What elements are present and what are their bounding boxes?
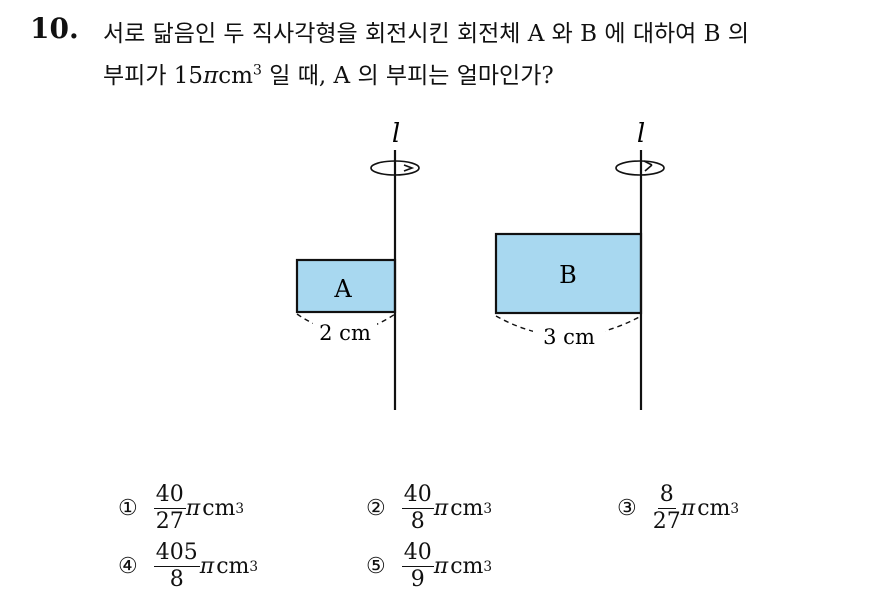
choice-4-unit: cm [216, 554, 250, 579]
choice-5-denominator: 9 [410, 567, 425, 592]
choice-3-unit: cm [697, 496, 731, 521]
choice-5-fraction: 40 9 [401, 540, 434, 592]
choice-3-exponent: 3 [730, 500, 740, 517]
choice-2-mark: ② [366, 496, 386, 521]
question-text-line2: 부피가 15πcm3 일 때, A 의 부피는 얼마인가? [103, 56, 554, 90]
choice-2-numerator: 40 [401, 482, 434, 509]
figure-a: l A 2 cm [295, 119, 420, 410]
choice-2-fraction: 40 8 [401, 482, 434, 534]
question-unit: cm [218, 63, 253, 89]
axis-label-a: l [392, 119, 400, 149]
choice-3-fraction: 8 27 [653, 484, 681, 533]
choice-1-unit: cm [202, 496, 236, 521]
figure-b: l B 3 cm [494, 119, 665, 410]
dimension-arc-a [296, 313, 396, 332]
choice-4-denominator: 8 [169, 567, 184, 592]
question-pi-symbol: π [203, 63, 219, 89]
choice-3-denominator: 27 [652, 509, 681, 534]
choice-2-exponent: 3 [483, 500, 493, 517]
question-text-line1: 서로 닮음인 두 직사각형을 회전시킨 회전체 A 와 B 에 대하여 B 의 [103, 21, 749, 47]
choice-1-denominator: 27 [155, 509, 184, 534]
rectangle-b-label: B [559, 261, 577, 289]
choice-3-pi: π [680, 496, 696, 521]
choice-5-exponent: 3 [483, 558, 493, 575]
choice-4-mark: ④ [118, 554, 138, 579]
choice-5-unit: cm [450, 554, 484, 579]
choice-5-pi: π [433, 554, 449, 579]
question-number: 10. [30, 12, 79, 45]
choice-4-exponent: 3 [249, 558, 259, 575]
rectangle-b [494, 232, 643, 315]
rectangle-a-label: A [333, 275, 352, 303]
axis-label-b: l [637, 119, 645, 149]
choice-1-pi: π [185, 496, 201, 521]
choice-2-unit: cm [450, 496, 484, 521]
choice-3-mark: ③ [617, 496, 637, 521]
choice-5-numerator: 40 [401, 540, 434, 567]
question-unit-exponent: 3 [252, 62, 262, 79]
choice-3-numerator: 8 [657, 482, 676, 509]
choice-2-pi: π [433, 496, 449, 521]
choice-1-fraction: 40 27 [153, 482, 186, 534]
dimension-label-a: 2 cm [319, 321, 371, 345]
rotation-arrowhead-a [403, 164, 415, 172]
choice-4-numerator: 405 [153, 540, 200, 567]
choice-1-numerator: 40 [153, 482, 186, 509]
choice-2-denominator: 8 [410, 509, 425, 534]
choice-4-pi: π [199, 554, 215, 579]
question-volume-prefix: 부피가 15 [103, 63, 204, 89]
question-text-suffix: 일 때, A 의 부피는 얼마인가? [261, 63, 554, 89]
choice-4-fraction: 405 8 [153, 540, 200, 592]
dimension-label-b: 3 cm [543, 325, 595, 349]
choice-5-mark: ⑤ [366, 554, 386, 579]
choice-1-exponent: 3 [235, 500, 245, 517]
choice-1-mark: ① [118, 496, 138, 521]
rotation-arrowhead-b [643, 160, 653, 172]
